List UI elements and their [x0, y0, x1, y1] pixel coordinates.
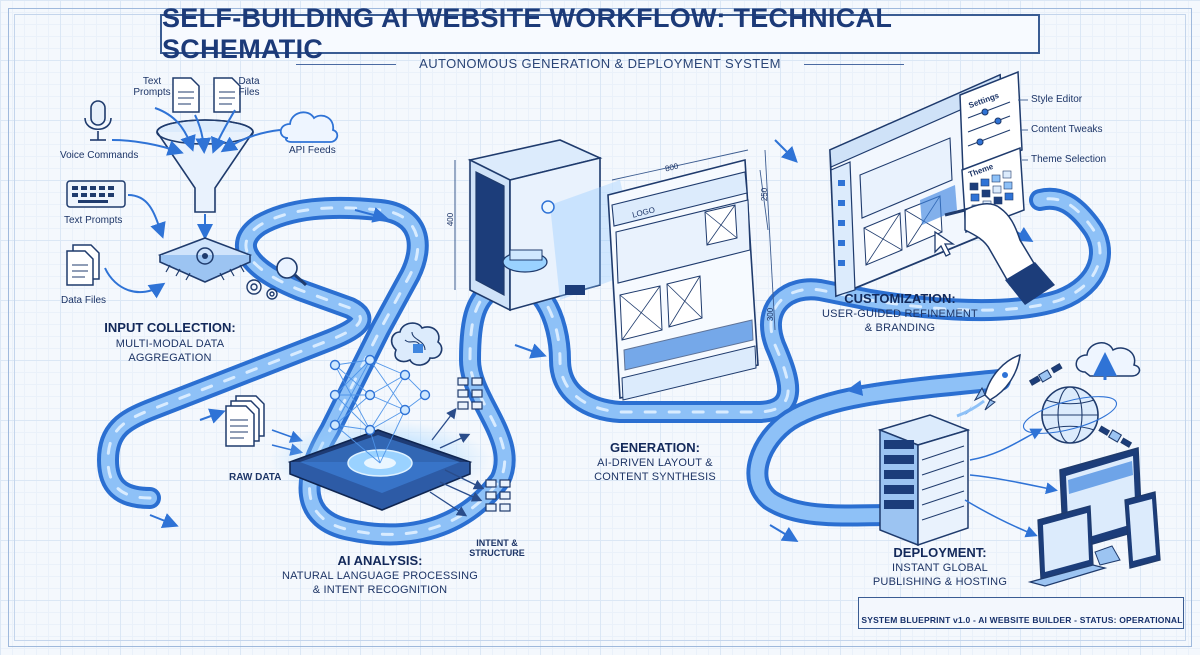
stage-title-input: INPUT COLLECTION: — [104, 320, 236, 335]
option-style-editor: Style Editor — [1031, 94, 1083, 105]
globe-icon — [1022, 386, 1118, 444]
option-connectors — [1018, 99, 1028, 161]
tablet-icon — [1124, 491, 1161, 569]
microphone-icon — [84, 100, 112, 141]
neural-nodes — [329, 354, 431, 436]
label-api-feeds: API Feeds — [289, 145, 336, 156]
keyboard-icon — [66, 180, 126, 208]
data-file-icon — [213, 77, 241, 113]
dimension-label-page: 300 — [766, 307, 776, 322]
processor-chip-icon — [157, 237, 253, 283]
stage-title-deployment: DEPLOYMENT: — [893, 545, 987, 560]
wireframe-page-icon — [607, 158, 759, 401]
satellite-icon — [1028, 363, 1133, 448]
funnel-icon — [156, 119, 254, 213]
stage-title-analysis: AI ANALYSIS: — [337, 553, 423, 568]
stage-title-generation: GENERATION: — [609, 440, 701, 455]
stage-desc-input: MULTI-MODAL DATA AGGREGATION — [115, 338, 225, 364]
raw-data-icon — [225, 395, 265, 447]
files-icon — [66, 244, 100, 286]
label-raw-data: RAW DATA — [229, 472, 282, 483]
input-collection-group — [66, 77, 339, 300]
dimension-lines — [611, 149, 776, 331]
title-box: SELF-BUILDING AI WEBSITE WORKFLOW: TECHN… — [160, 3, 1040, 64]
hand-stylus-icon — [934, 203, 1055, 305]
label-voice-commands: Voice Commands — [60, 150, 139, 161]
rocket-icon — [956, 353, 1021, 418]
label-intent-structure: INTENT & STRUCTURE — [469, 538, 525, 558]
option-content-tweaks: Content Tweaks — [1031, 124, 1103, 135]
page-title: SELF-BUILDING AI WEBSITE WORKFLOW: TECHN… — [162, 3, 892, 64]
customization-group — [829, 70, 1055, 305]
page-subtitle: AUTONOMOUS GENERATION & DEPLOYMENT SYSTE… — [419, 56, 781, 71]
status-bar: SYSTEM BLUEPRINT v1.0 - AI WEBSITE BUILD… — [858, 597, 1184, 629]
laptop-icon — [1027, 505, 1108, 587]
stage-title-customization: CUSTOMIZATION: — [844, 291, 956, 306]
label-text-prompts-top: Text Prompts — [133, 76, 171, 98]
document-icon — [172, 77, 200, 113]
label-data-files-top: Data Files — [238, 76, 260, 98]
subtitle-rule-right — [804, 64, 904, 65]
generation-group — [454, 139, 776, 401]
dimension-label-side: 250 — [760, 187, 770, 202]
stage-desc-customization: USER-GUIDED REFINEMENT & BRANDING — [822, 308, 978, 334]
cloud-icon — [279, 111, 339, 143]
brain-icon — [390, 322, 443, 366]
option-theme-selection: Theme Selection — [1031, 154, 1107, 165]
stage-desc-analysis: NATURAL LANGUAGE PROCESSING & INTENT REC… — [281, 570, 479, 596]
status-text: SYSTEM BLUEPRINT v1.0 - AI WEBSITE BUILD… — [861, 615, 1183, 625]
label-text-prompts: Text Prompts — [64, 215, 123, 226]
label-data-files: Data Files — [61, 295, 107, 306]
magnifier-icon — [276, 257, 308, 287]
ai-platform-icon — [270, 420, 490, 511]
stage-desc-deployment: INSTANT GLOBAL PUBLISHING & HOSTING — [872, 562, 1008, 588]
dimension-label-height: 400 — [446, 212, 456, 227]
stage-desc-generation: AI-DRIVEN LAYOUT & CONTENT SYNTHESIS — [594, 457, 716, 483]
gear-icon — [246, 279, 278, 300]
cloud-upload-icon — [1075, 342, 1141, 380]
structure-blocks-icon — [457, 377, 511, 512]
subtitle-rule-left — [296, 64, 396, 65]
ai-analysis-group — [225, 322, 511, 517]
server-rack-icon — [877, 414, 971, 547]
deployment-group — [877, 342, 1161, 587]
